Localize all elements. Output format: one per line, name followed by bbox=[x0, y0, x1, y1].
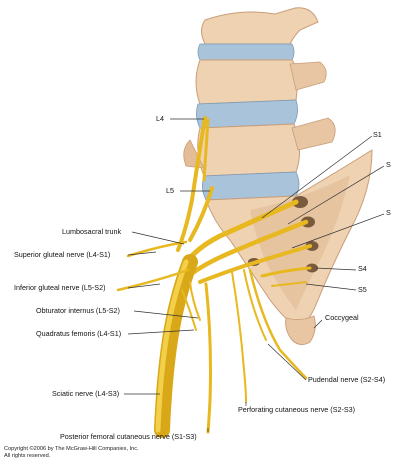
l4-root bbox=[178, 118, 205, 250]
label-obturator-internus: Obturator internus (L5-S2) bbox=[36, 307, 120, 315]
quadratus-branch bbox=[182, 290, 196, 330]
label-perforating-cutaneous-nerve: Perforating cutaneous nerve (S2-S3) bbox=[238, 406, 355, 414]
label-l5: L5 bbox=[166, 187, 174, 195]
spinous-process-2 bbox=[290, 62, 326, 90]
lumbar-vertebrae bbox=[184, 8, 335, 200]
posterior-femoral-branch bbox=[206, 284, 211, 432]
label-s3: S bbox=[386, 209, 391, 217]
spinous-process-3 bbox=[292, 118, 335, 150]
label-inferior-gluteal-nerve: Inferior gluteal nerve (L5-S2) bbox=[14, 284, 106, 292]
perforating-branch bbox=[232, 272, 246, 402]
label-pudendal-nerve: Pudendal nerve (S2-S4) bbox=[308, 376, 385, 384]
disc-1 bbox=[198, 44, 294, 60]
label-superior-gluteal-nerve: Superior gluteal nerve (L4-S1) bbox=[14, 251, 110, 259]
label-s5: S5 bbox=[358, 286, 367, 294]
disc-2 bbox=[196, 100, 297, 128]
label-s1: S1 bbox=[373, 131, 382, 139]
copyright-line-1: Copyright ©2006 by The McGraw-Hill Compa… bbox=[4, 446, 139, 453]
disc-3 bbox=[202, 172, 299, 200]
vertebra-2 bbox=[196, 60, 297, 104]
label-s2: S bbox=[386, 161, 391, 169]
label-sciatic-nerve: Sciatic nerve (L4-S3) bbox=[52, 390, 119, 398]
vertebra-top bbox=[202, 8, 319, 44]
coccyx bbox=[286, 316, 316, 345]
label-posterior-femoral-cutaneous-nerve: Posterior femoral cutaneous nerve (S1-S3… bbox=[60, 433, 197, 441]
copyright-notice: Copyright ©2006 by The McGraw-Hill Compa… bbox=[4, 446, 139, 459]
vertebra-3 bbox=[198, 124, 300, 176]
label-s4: S4 bbox=[358, 265, 367, 273]
label-quadratus-femoris: Quadratus femoris (L4-S1) bbox=[36, 330, 121, 338]
label-coccygeal: Coccygeal bbox=[325, 314, 359, 322]
label-lumbosacral-trunk: Lumbosacral trunk bbox=[62, 228, 121, 236]
label-l4: L4 bbox=[156, 115, 164, 123]
copyright-line-2: All rights reserved. bbox=[4, 453, 139, 460]
